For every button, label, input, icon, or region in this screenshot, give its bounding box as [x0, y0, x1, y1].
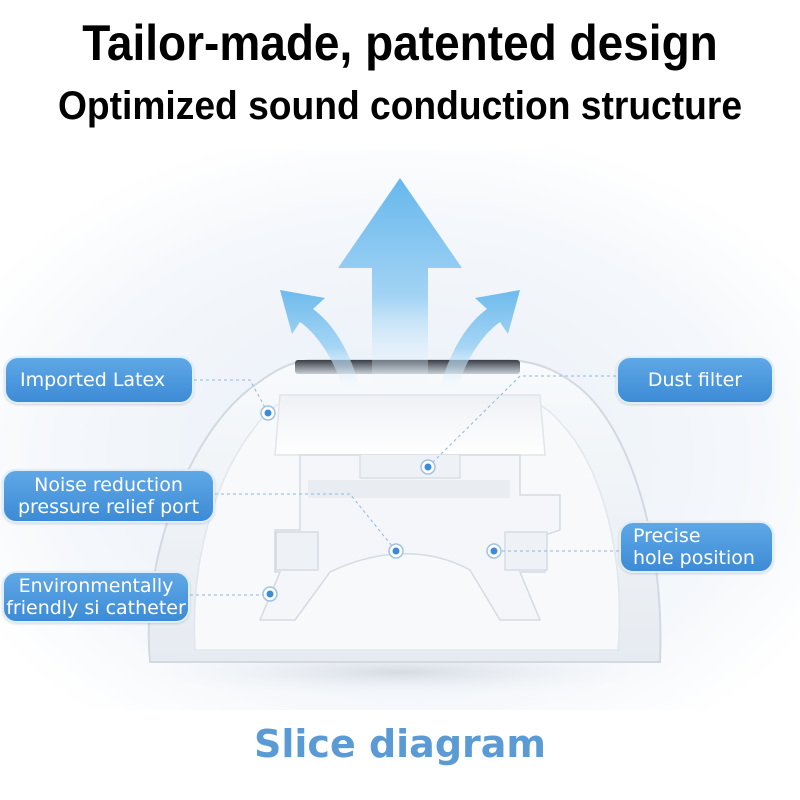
label-text-line1: Noise reduction: [34, 474, 183, 496]
leader-imported-latex: [194, 379, 269, 414]
label-dust-filter: Dust filter: [616, 356, 774, 404]
marker-dot: [264, 409, 272, 417]
marker-dots: [260, 405, 502, 602]
marker-dot: [266, 590, 274, 598]
marker-dot: [424, 463, 432, 471]
filter-ridge: [359, 455, 461, 479]
label-text-line1: Precise: [633, 525, 701, 547]
label-text: Imported Latex: [20, 369, 166, 391]
core-recess: [308, 480, 510, 498]
marker-dot: [392, 547, 400, 555]
leader-lines: [190, 375, 619, 596]
label-precise-hole: Precise hole position: [619, 521, 774, 573]
label-text-line2: pressure relief port: [17, 496, 200, 518]
label-imported-latex: Imported Latex: [4, 356, 194, 404]
subtitle: Optimized sound conduction structure: [57, 84, 743, 128]
sound-up-arrow: [338, 178, 462, 395]
leader-noise: [215, 493, 397, 552]
label-environmentally-friendly: Environmentally friendly si catheter: [2, 571, 190, 623]
label-text-line2: friendly si catheter: [6, 597, 186, 619]
sound-left-arrow: [280, 290, 362, 395]
label-text-line2: hole position: [633, 547, 755, 569]
label-noise-reduction: Noise reduction pressure relief port: [2, 469, 215, 523]
label-text-line1: Environmentally: [18, 575, 174, 597]
sound-right-arrow: [438, 290, 520, 395]
leader-dust-filter: [427, 375, 616, 468]
diagram-caption: Slice diagram: [254, 722, 546, 766]
marker-dot: [490, 547, 498, 555]
label-text: Dust filter: [647, 369, 743, 391]
left-port: [275, 531, 319, 571]
core-upper-block: [274, 394, 546, 456]
main-title: Tailor-made, patented design: [82, 15, 718, 71]
